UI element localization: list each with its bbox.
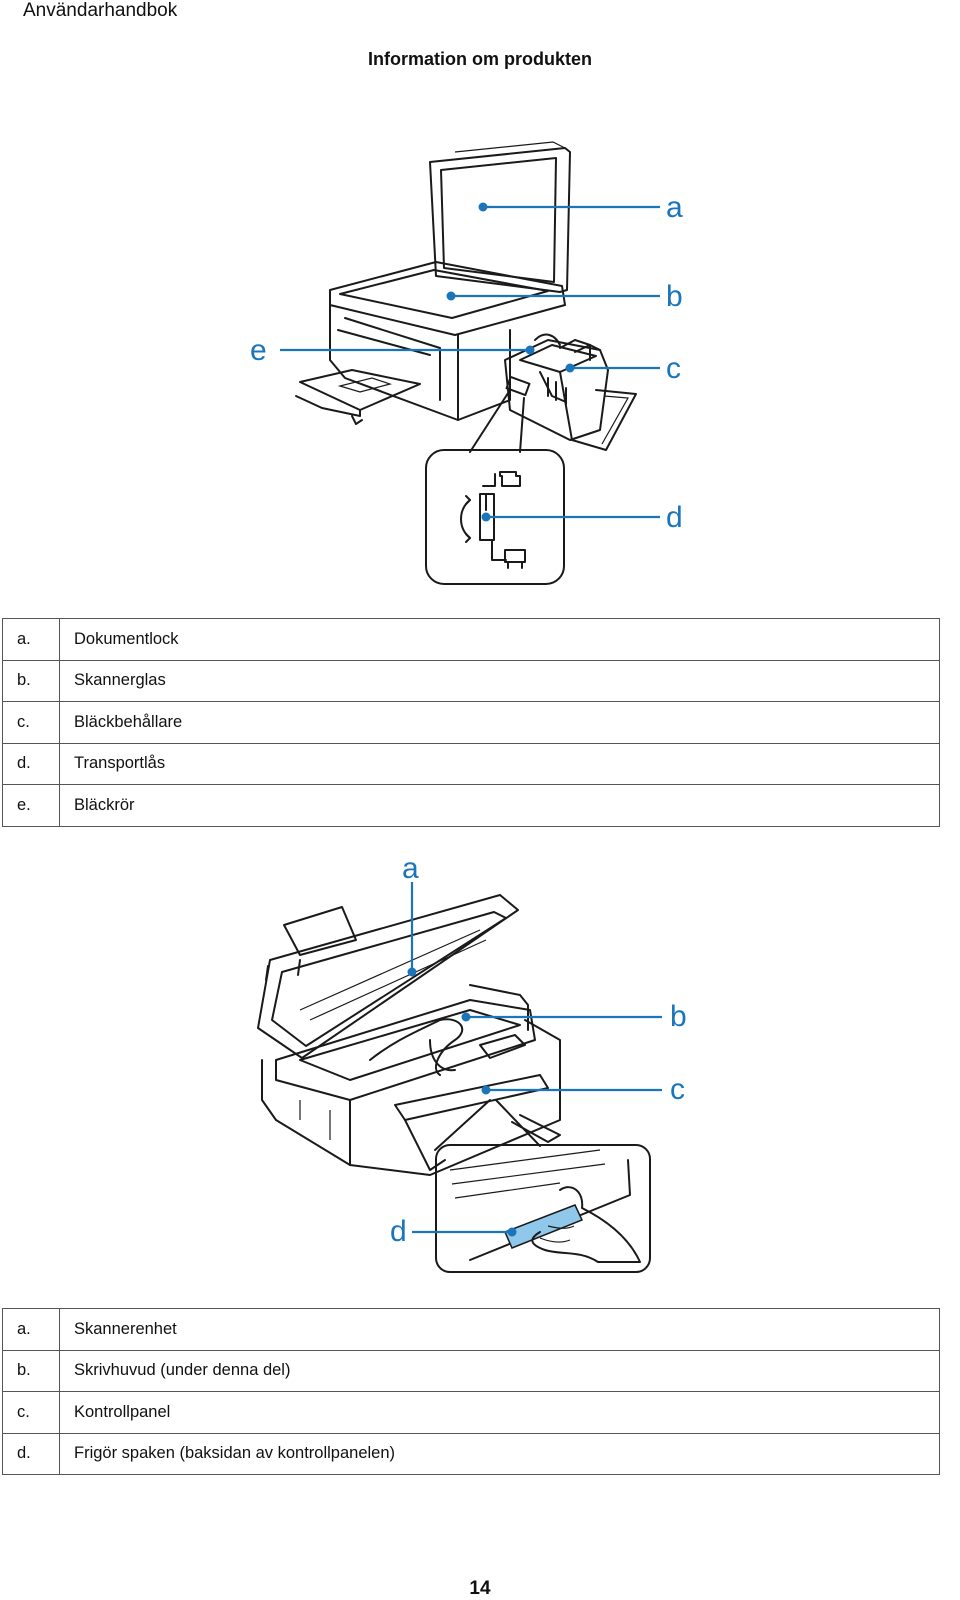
legend-key: a. <box>2 618 60 661</box>
page-number: 14 <box>469 1578 491 1599</box>
legend-key: e. <box>2 784 60 827</box>
table-row: e.Bläckrör <box>2 784 940 827</box>
legend-text: Transportlås <box>59 742 940 785</box>
legend-text: Bläckrör <box>59 784 940 827</box>
release-lever-inset <box>435 1144 651 1273</box>
legend-text: Frigör spaken (baksidan av kontrollpanel… <box>59 1432 940 1475</box>
figure2-label-b: b <box>670 1000 687 1033</box>
legend-key: c. <box>2 701 60 744</box>
transport-lock-inset <box>425 449 565 585</box>
legend-text: Bläckbehållare <box>59 701 940 744</box>
legend-key: a. <box>2 1308 60 1351</box>
table-row: b.Skannerglas <box>2 659 940 702</box>
table-row: b.Skrivhuvud (under denna del) <box>2 1349 940 1392</box>
legend-text: Skannerglas <box>59 659 940 702</box>
document-header: Användarhandbok <box>23 0 178 21</box>
scanner-unit-drawing <box>257 894 519 1059</box>
figure1-label-d: d <box>666 501 683 534</box>
figure1-label-e: e <box>250 334 267 367</box>
ink-tank-unit-drawing <box>504 333 637 451</box>
printer-main-body-drawing <box>261 984 561 1176</box>
figure2-label-c: c <box>670 1073 685 1106</box>
legend-key: d. <box>2 742 60 785</box>
legend-text: Dokumentlock <box>59 618 940 661</box>
legend-key: b. <box>2 1349 60 1392</box>
figure2-label-a: a <box>402 852 419 885</box>
figure2-callouts <box>407 882 662 1237</box>
legend-key: d. <box>2 1432 60 1475</box>
inset-zoom-lines-2 <box>434 1099 541 1151</box>
legend-key: b. <box>2 659 60 702</box>
legend-key: c. <box>2 1391 60 1434</box>
printer-interior-illustration: a b c d <box>257 852 687 1273</box>
inset-zoom-lines <box>469 389 525 453</box>
legend-table-1: a.Dokumentlock b.Skannerglas c.Bläckbehå… <box>2 618 940 827</box>
figure1-label-b: b <box>666 280 683 313</box>
figure1-label-c: c <box>666 352 681 385</box>
table-row: d.Frigör spaken (baksidan av kontrollpan… <box>2 1432 940 1475</box>
table-row: c.Kontrollpanel <box>2 1391 940 1434</box>
table-row: a.Skannerenhet <box>2 1308 940 1351</box>
table-row: c.Bläckbehållare <box>2 701 940 744</box>
document-lid-drawing <box>429 141 571 293</box>
legend-text: Skrivhuvud (under denna del) <box>59 1349 940 1392</box>
figure2-label-d: d <box>390 1215 407 1248</box>
figure1-callouts <box>280 202 660 522</box>
printer-overview-illustration: a b c e d <box>250 141 683 585</box>
legend-text: Kontrollpanel <box>59 1391 940 1434</box>
section-title: Information om produkten <box>368 49 592 69</box>
legend-text: Skannerenhet <box>59 1308 940 1351</box>
table-row: d.Transportlås <box>2 742 940 785</box>
table-row: a.Dokumentlock <box>2 618 940 661</box>
figure1-label-a: a <box>666 191 683 224</box>
legend-table-2: a.Skannerenhet b.Skrivhuvud (under denna… <box>2 1308 940 1475</box>
